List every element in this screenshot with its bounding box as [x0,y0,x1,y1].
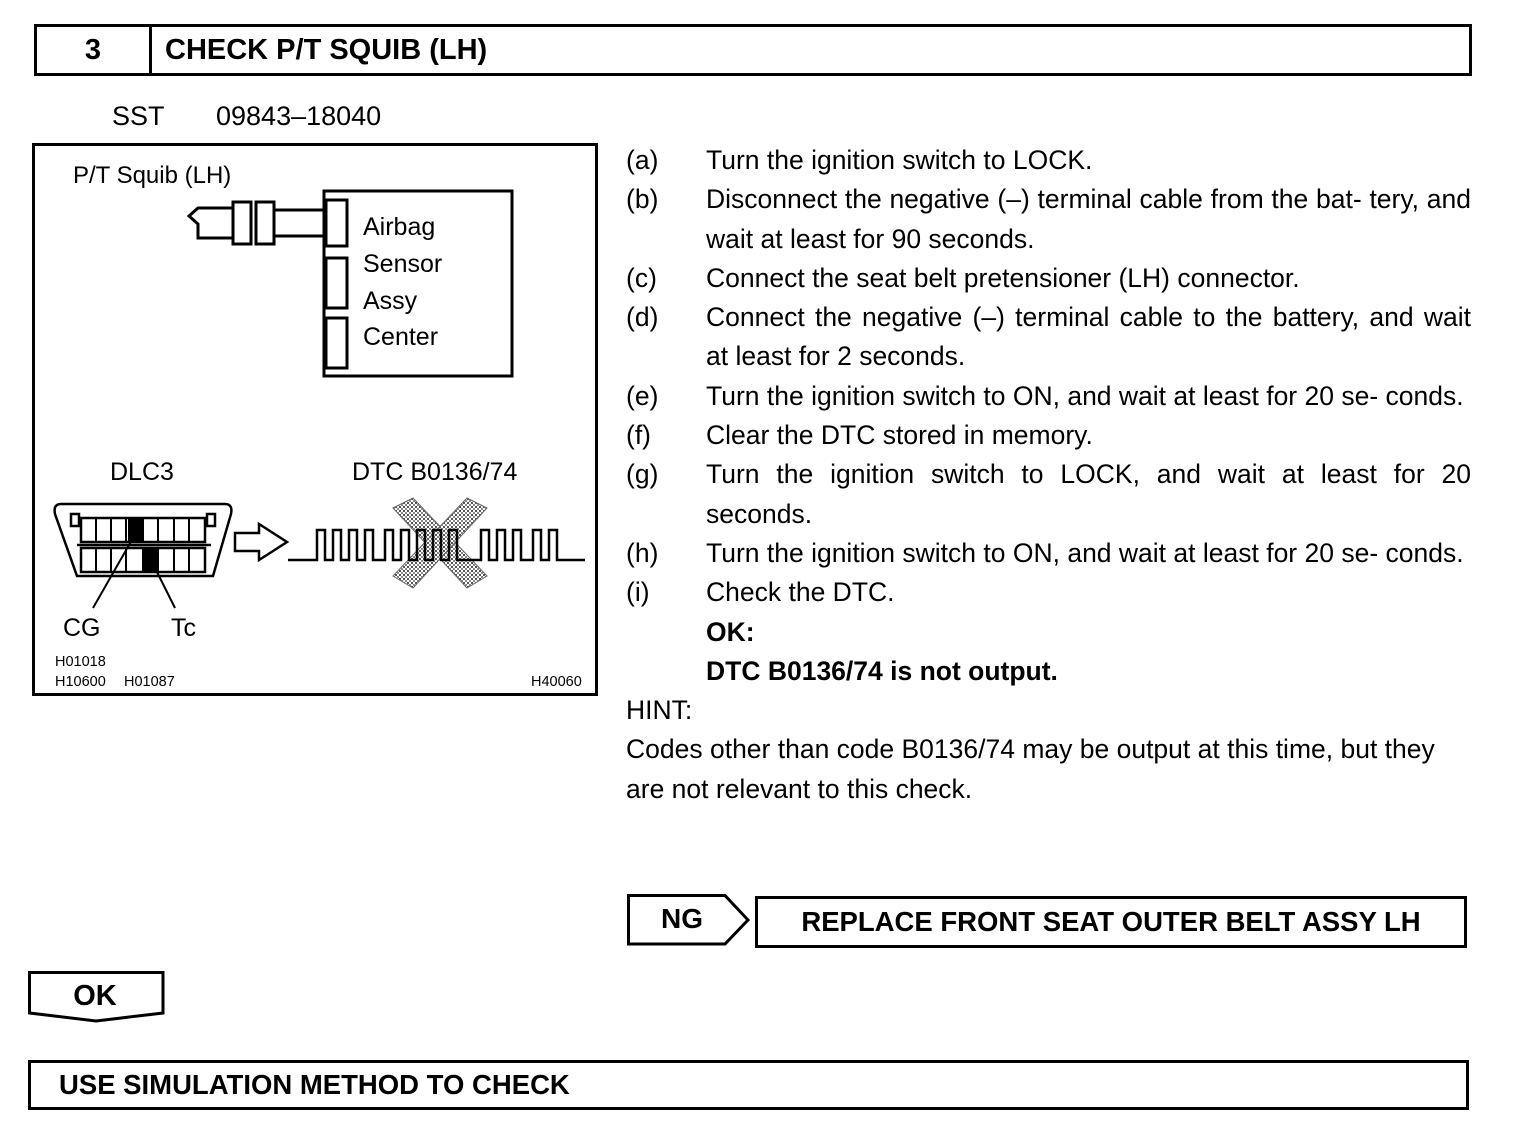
step-g: (g) Turn the ignition switch to LOCK, and… [626,455,1471,534]
step-text: Connect the negative (–) terminal cable … [706,302,1471,372]
step-label: (h) [626,537,659,568]
step-label: (g) [626,459,659,490]
ok-label: OK [73,980,117,1012]
tc-pin [144,548,158,572]
figure-code-3: H01087 [124,674,175,690]
dtc-waveform [288,528,585,562]
figure-code-1: H01018 [55,654,106,670]
cg-label: CG [63,614,101,642]
step-label: (d) [626,302,659,333]
signal-arrow-icon [233,521,290,563]
instruction-list: (a) Turn the ignition switch to LOCK. (b)… [626,141,1471,809]
dlc3-pins [95,518,190,572]
squib-connector [186,200,325,246]
step-h: (h) Turn the ignition switch to ON, and w… [626,534,1471,573]
ecu-label-line-3: Assy [363,287,418,315]
step-text: Turn the ignition switch to ON, and wait… [706,537,1464,568]
ok-arrow-shape [28,971,165,1023]
step-label: (a) [626,145,659,175]
step-text: Connect the seat belt pretensioner (LH) … [706,262,1300,293]
cg-pin [128,518,142,542]
step-number: 3 [37,27,152,73]
step-label: (b) [626,184,659,215]
step-label: (i) [626,577,650,608]
ecu-label-line-1: Airbag [363,213,435,241]
ecu-label-line-2: Sensor [363,250,442,278]
step-text: Disconnect the negative (–) terminal cab… [706,184,1471,254]
step-header: 3 CHECK P/T SQUIB (LH) [34,24,1472,76]
diagram-svg: P/T Squib (LH) Airbag Sensor Assy Center… [53,162,585,690]
ok-criteria-title: OK: [706,616,755,647]
dlc-label: DLC3 [110,458,174,486]
connection-diagram: P/T Squib (LH) Airbag Sensor Assy Center… [32,143,598,696]
tc-label: Tc [171,614,196,642]
final-action-box: USE SIMULATION METHOD TO CHECK [28,1060,1469,1110]
step-label: (c) [626,262,657,293]
ok-criteria-text: DTC B0136/74 is not output. [706,655,1058,686]
hint-title: HINT: [626,695,693,726]
step-d: (d) Connect the negative (–) terminal cab… [626,298,1471,377]
step-title: CHECK P/T SQUIB (LH) [165,34,488,66]
tc-leader-line [154,567,176,609]
step-label: (e) [626,380,659,411]
step-label: (f) [626,420,652,451]
airbag-sensor-box [322,189,514,378]
cg-leader-line [92,537,134,609]
final-action-text: USE SIMULATION METHOD TO CHECK [59,1069,570,1100]
dtc-label: DTC B0136/74 [352,458,517,486]
step-c: (c) Connect the seat belt pretensioner (L… [626,259,1471,298]
figure-code-4: H40060 [531,674,582,690]
ng-label: NG [661,903,703,934]
ng-action-box: REPLACE FRONT SEAT OUTER BELT ASSY LH [755,896,1467,948]
squib-label: P/T Squib (LH) [73,162,231,189]
step-a: (a) Turn the ignition switch to LOCK. [626,141,1471,180]
step-text: Turn the ignition switch to LOCK, and wa… [706,459,1471,529]
hint-text: Codes other than code B0136/74 may be ou… [626,734,1435,804]
ecu-label-line-4: Center [363,323,438,351]
step-text: Turn the ignition switch to ON, and wait… [706,380,1464,411]
step-i: (i) Check the DTC. [626,573,1471,612]
step-f: (f) Clear the DTC stored in memory. [626,416,1471,455]
step-text: Turn the ignition switch to LOCK. [706,145,1093,175]
sst-line: SST 09843–18040 [112,98,381,134]
step-text: Clear the DTC stored in memory. [706,420,1093,451]
step-b: (b) Disconnect the negative (–) terminal … [626,180,1471,259]
step-e: (e) Turn the ignition switch to ON, and w… [626,377,1471,416]
sst-value: 09843–18040 [216,101,382,131]
sst-label: SST [112,101,165,131]
figure-code-2: H10600 [55,674,106,690]
step-text: Check the DTC. [706,577,895,608]
ng-arrow-shape [627,894,751,946]
